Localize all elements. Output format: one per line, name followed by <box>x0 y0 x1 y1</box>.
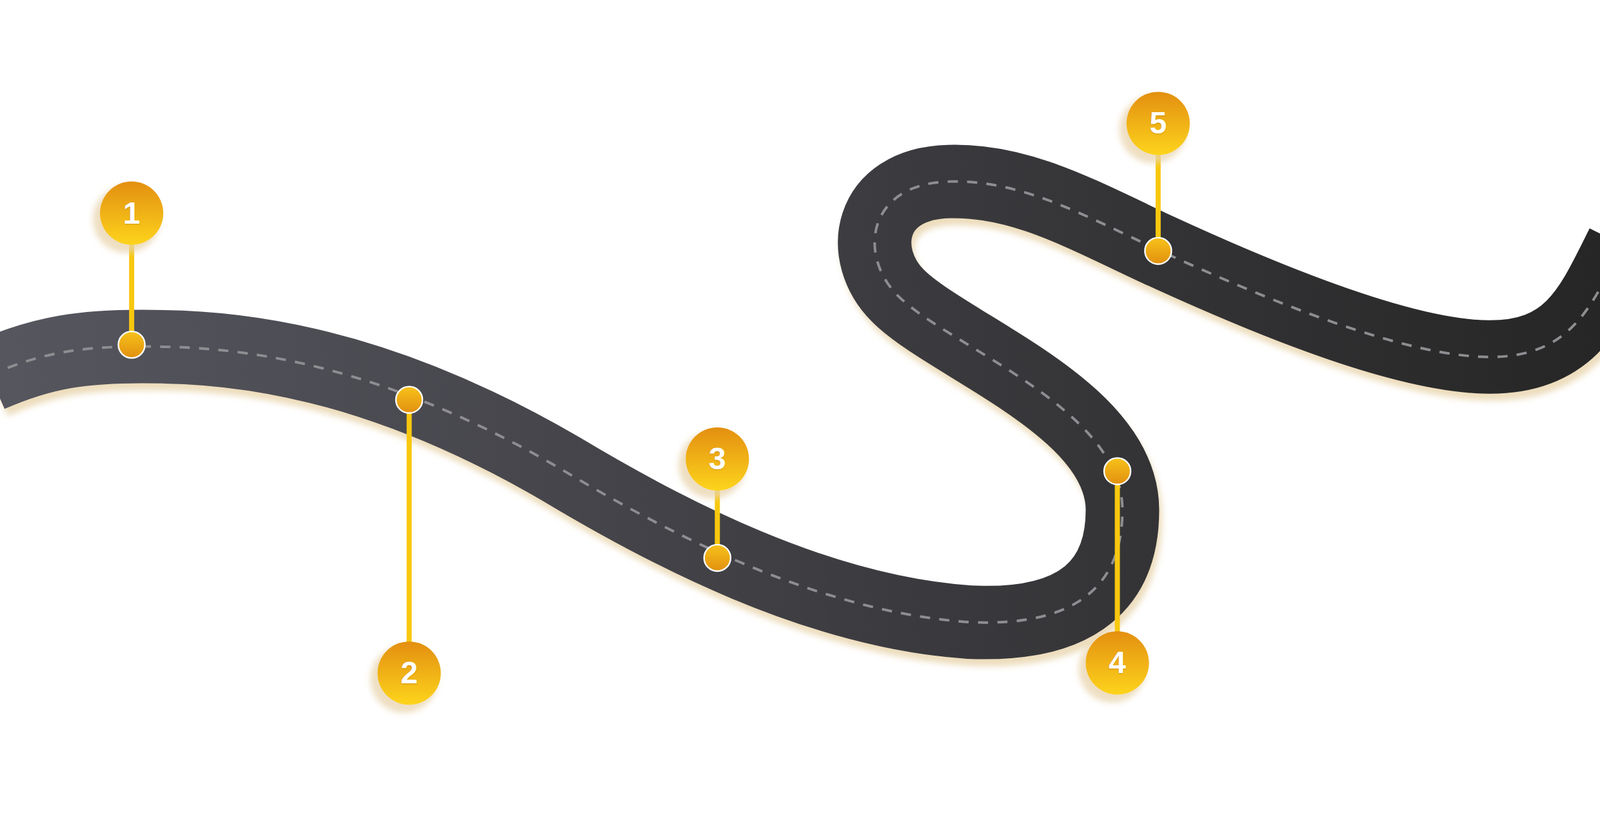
callout-badge <box>377 641 441 705</box>
callout-badge <box>99 181 164 246</box>
road-point <box>395 386 423 414</box>
callout-number: 5 <box>1149 107 1168 139</box>
leader-line <box>1115 471 1121 634</box>
lane-marking <box>0 181 1600 623</box>
leader-line <box>1155 152 1161 251</box>
road-point <box>1144 237 1172 265</box>
callout-number: 4 <box>1108 647 1126 679</box>
callout-badge <box>685 427 749 491</box>
callout-badge <box>1086 631 1150 695</box>
road-point <box>118 331 146 358</box>
callout-badge <box>1126 91 1190 155</box>
road-point <box>1104 457 1131 485</box>
callout-number: 1 <box>123 197 141 229</box>
leader-line <box>128 243 135 346</box>
road <box>0 181 1600 623</box>
road-point <box>704 544 731 572</box>
leader-line <box>406 399 413 644</box>
callout-number: 2 <box>400 657 418 689</box>
callout-number: 3 <box>708 443 727 475</box>
